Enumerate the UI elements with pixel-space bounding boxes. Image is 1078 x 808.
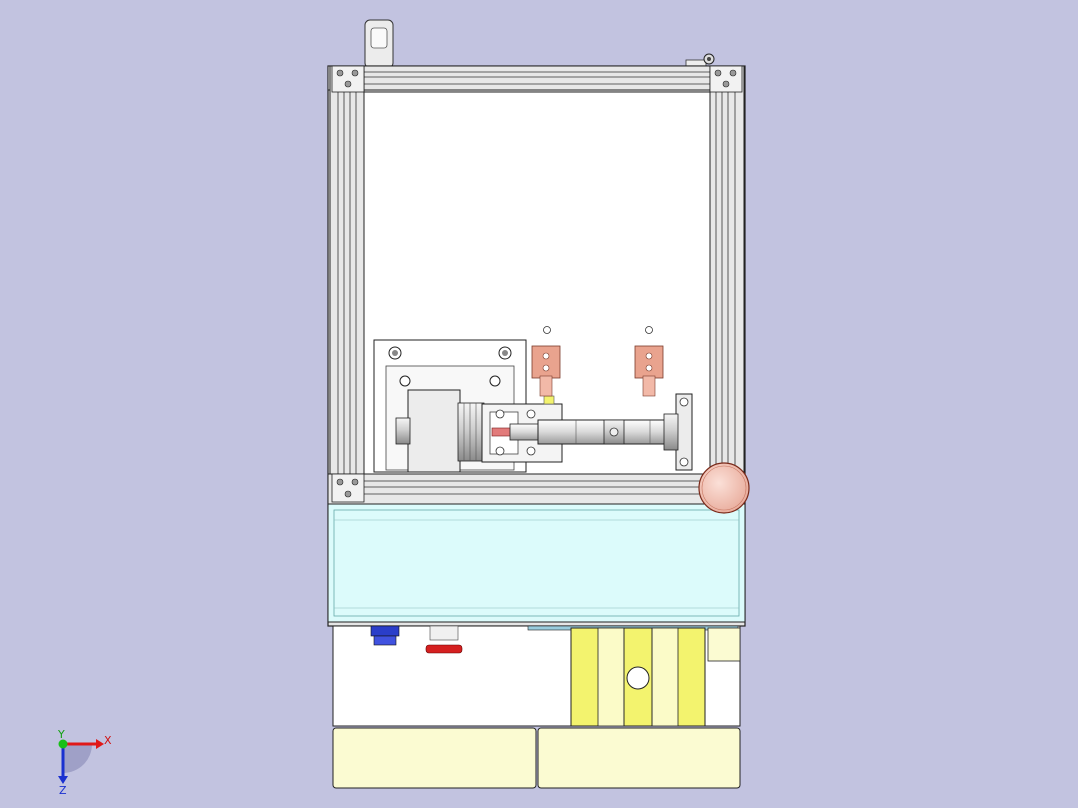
copper-clamp-2 xyxy=(634,326,664,397)
x-axis-arrow-icon xyxy=(96,739,104,749)
corner-bracket-top-left xyxy=(331,65,365,93)
blue-fitting xyxy=(370,625,400,646)
z-axis-arrow-icon xyxy=(58,776,68,784)
x-axis-label: X xyxy=(104,734,112,747)
y-axis-label: Y xyxy=(57,728,65,741)
round-knob[interactable] xyxy=(698,462,750,514)
red-fitting xyxy=(425,625,463,654)
copper-clamp-1 xyxy=(531,326,561,397)
motor-block xyxy=(395,389,485,473)
orientation-triad: X Y Z xyxy=(57,728,112,797)
top-handle xyxy=(364,19,394,69)
end-support-bracket xyxy=(663,393,693,471)
corner-bracket-top-right xyxy=(709,65,743,93)
yellow-valve-block xyxy=(527,625,741,727)
bottom-drawer-left xyxy=(332,727,537,789)
piston-rod xyxy=(537,395,679,445)
z-axis-label: Z xyxy=(59,784,67,797)
cyan-base-panel xyxy=(327,503,746,623)
corner-bracket-bottom-left xyxy=(331,473,365,503)
y-axis-dot-icon xyxy=(58,739,68,749)
bottom-drawer-right xyxy=(537,727,741,789)
